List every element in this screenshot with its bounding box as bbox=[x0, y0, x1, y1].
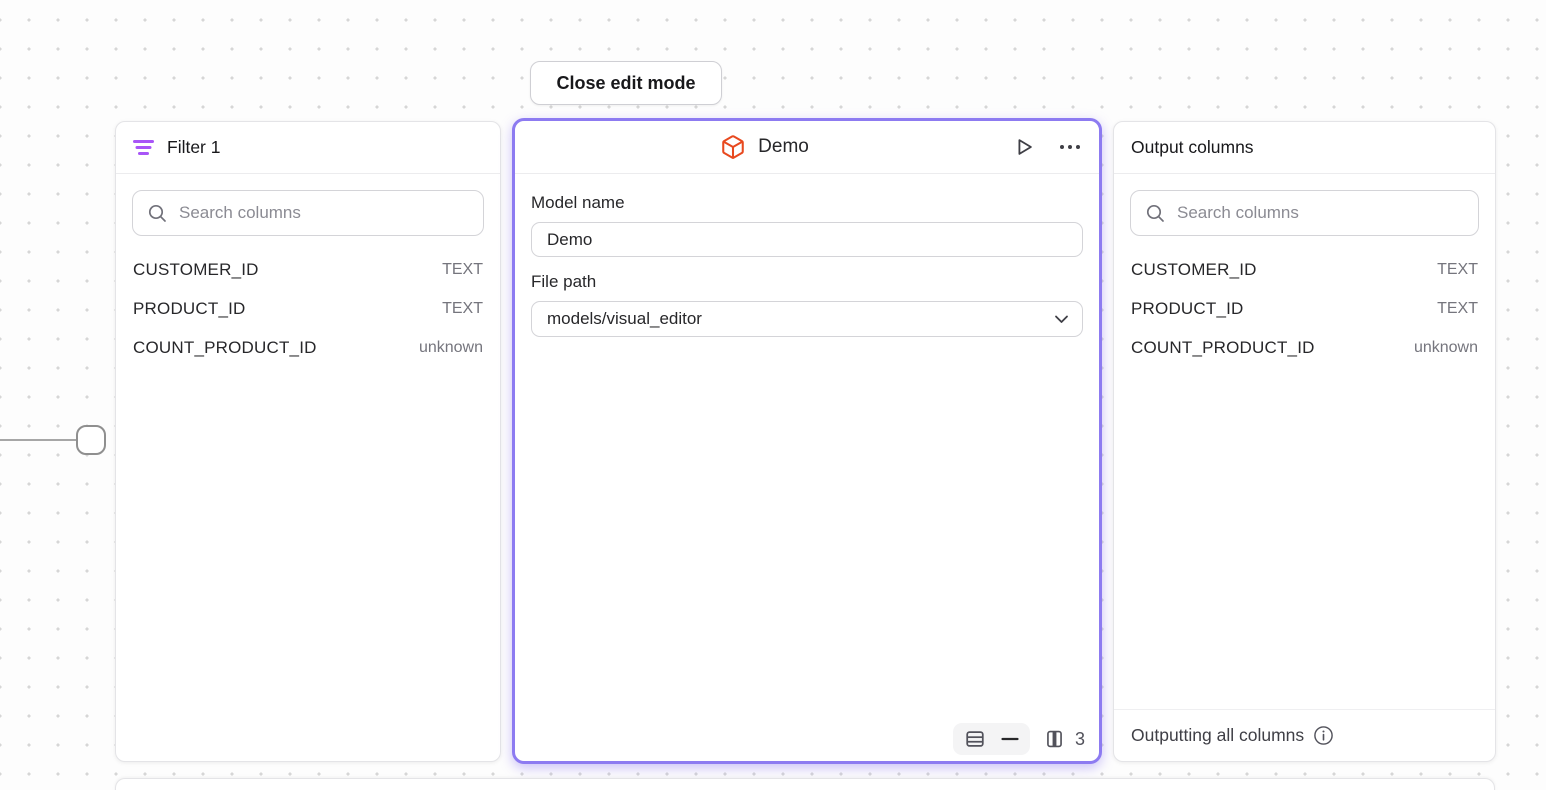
column-name: COUNT_PRODUCT_ID bbox=[1131, 337, 1315, 357]
output-panel-header: Output columns bbox=[1114, 122, 1495, 174]
filter-search-input[interactable] bbox=[179, 203, 468, 223]
minus-icon bbox=[1001, 737, 1019, 741]
output-columns-panel: Output columns CUSTOMER_ID TEXT PRODUCT_… bbox=[1113, 121, 1496, 762]
column-name: CUSTOMER_ID bbox=[133, 259, 259, 279]
column-name: COUNT_PRODUCT_ID bbox=[133, 337, 317, 357]
search-icon bbox=[148, 204, 167, 223]
output-column-list: CUSTOMER_ID TEXT PRODUCT_ID TEXT COUNT_P… bbox=[1130, 250, 1479, 367]
filter-panel-title: Filter 1 bbox=[167, 137, 221, 157]
model-panel-header: Demo bbox=[515, 121, 1099, 174]
model-title-group: Demo bbox=[531, 134, 998, 160]
filter-panel-header: Filter 1 bbox=[116, 122, 500, 174]
output-panel-title: Output columns bbox=[1131, 137, 1254, 157]
column-row[interactable]: CUSTOMER_ID TEXT bbox=[1130, 250, 1479, 289]
model-name-label: Model name bbox=[531, 193, 625, 212]
rows-view-icon bbox=[964, 728, 986, 750]
column-row[interactable]: COUNT_PRODUCT_ID unknown bbox=[1130, 328, 1479, 367]
model-footer-toolbar: 3 bbox=[952, 723, 1085, 755]
cube-icon bbox=[720, 134, 746, 160]
output-panel-body: CUSTOMER_ID TEXT PRODUCT_ID TEXT COUNT_P… bbox=[1114, 174, 1495, 709]
column-type: TEXT bbox=[1437, 299, 1478, 317]
rows-view-button[interactable] bbox=[964, 728, 986, 750]
filter-panel-body: CUSTOMER_ID TEXT PRODUCT_ID TEXT COUNT_P… bbox=[116, 174, 500, 761]
column-type: unknown bbox=[1413, 338, 1478, 356]
view-toggle-group bbox=[952, 723, 1030, 755]
connector-line bbox=[0, 439, 78, 441]
column-name: PRODUCT_ID bbox=[133, 298, 246, 318]
column-row[interactable]: COUNT_PRODUCT_ID unknown bbox=[132, 328, 484, 367]
model-panel-title: Demo bbox=[758, 136, 809, 157]
model-node-panel: Demo Model nam bbox=[512, 118, 1102, 764]
close-edit-mode-button[interactable]: Close edit mode bbox=[530, 61, 722, 105]
model-name-input[interactable] bbox=[531, 222, 1083, 257]
filter-lines-icon bbox=[133, 139, 154, 156]
run-model-button[interactable] bbox=[1011, 134, 1037, 160]
output-panel-footer: Outputting all columns bbox=[1114, 709, 1495, 761]
filter-search-box bbox=[132, 190, 484, 236]
bottom-panel-edge bbox=[115, 778, 1495, 790]
model-panel-body: Model name File path models/visual_edito… bbox=[515, 174, 1099, 761]
info-icon[interactable] bbox=[1313, 725, 1334, 746]
column-count-group[interactable]: 3 bbox=[1044, 728, 1085, 750]
column-name: PRODUCT_ID bbox=[1131, 298, 1244, 318]
output-footer-text: Outputting all columns bbox=[1131, 725, 1305, 745]
connector-handle[interactable] bbox=[76, 425, 106, 455]
column-type: TEXT bbox=[442, 260, 483, 278]
column-name: CUSTOMER_ID bbox=[1131, 259, 1257, 279]
ellipsis-icon bbox=[1059, 144, 1081, 150]
file-path-value: models/visual_editor bbox=[547, 309, 702, 328]
play-icon bbox=[1013, 136, 1035, 158]
search-icon bbox=[1146, 204, 1165, 223]
column-row[interactable]: PRODUCT_ID TEXT bbox=[1130, 289, 1479, 328]
chevron-down-icon bbox=[1054, 314, 1069, 324]
columns-view-icon bbox=[1044, 728, 1065, 750]
column-count: 3 bbox=[1074, 728, 1085, 749]
column-row[interactable]: CUSTOMER_ID TEXT bbox=[132, 250, 484, 289]
file-path-select[interactable]: models/visual_editor bbox=[531, 301, 1083, 337]
column-type: TEXT bbox=[1437, 260, 1478, 278]
more-options-button[interactable] bbox=[1057, 142, 1083, 152]
output-search-input[interactable] bbox=[1177, 203, 1463, 223]
collapse-button[interactable] bbox=[1001, 737, 1019, 741]
column-type: unknown bbox=[418, 338, 483, 356]
file-path-label: File path bbox=[531, 272, 597, 291]
column-row[interactable]: PRODUCT_ID TEXT bbox=[132, 289, 484, 328]
filter-column-list: CUSTOMER_ID TEXT PRODUCT_ID TEXT COUNT_P… bbox=[132, 250, 484, 367]
column-type: TEXT bbox=[442, 299, 483, 317]
model-header-actions bbox=[1011, 134, 1083, 160]
filter-node-panel: Filter 1 CUSTOMER_ID TEXT PRODUCT_ID TEX… bbox=[115, 121, 501, 762]
output-search-box bbox=[1130, 190, 1479, 236]
